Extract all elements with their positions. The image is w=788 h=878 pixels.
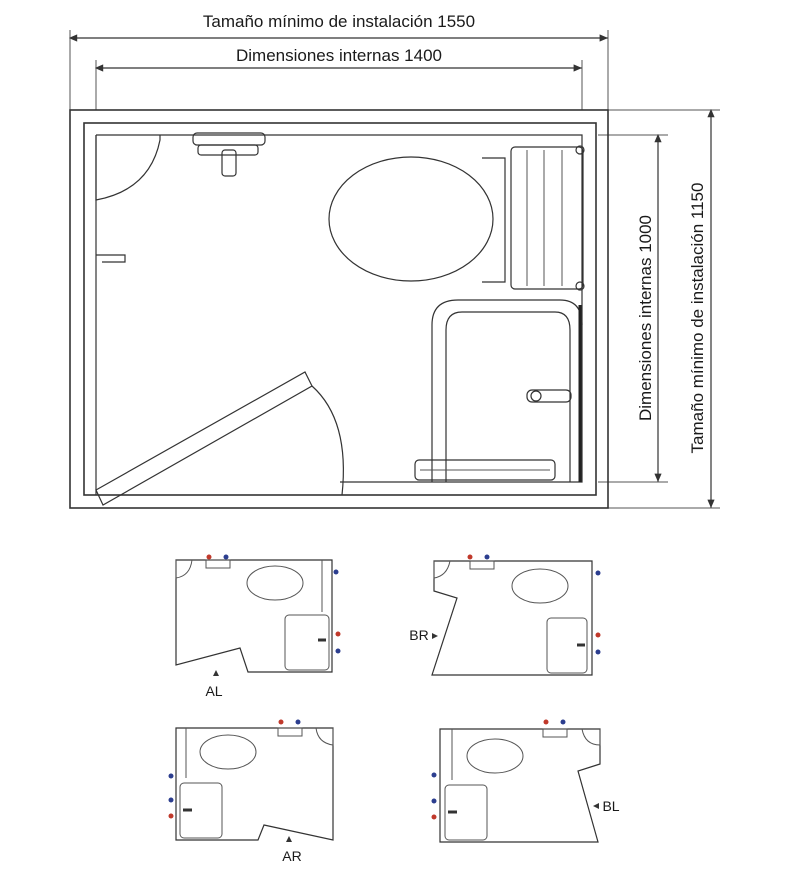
variant-br-plan: BR xyxy=(409,554,601,676)
corner-cabinet-icon xyxy=(95,135,161,201)
towel-hook-icon xyxy=(96,254,126,263)
toilet-icon xyxy=(328,156,494,282)
variant-bl-marker-icon xyxy=(593,803,599,809)
variant-ar-marker-icon xyxy=(286,836,292,842)
variant-ar-plan: AR xyxy=(168,719,334,864)
min-install-width-label: Tamaño mínimo de instalación 1550 xyxy=(203,12,475,31)
main-bathroom-plan xyxy=(69,109,609,509)
variant-al-marker-icon xyxy=(213,670,219,676)
dimension-internal-depth: Dimensiones internas 1000 xyxy=(598,133,668,483)
sink-faucet-icon xyxy=(192,132,266,177)
dimension-min-install-depth: Tamaño mínimo de instalación 1150 xyxy=(608,108,720,509)
variant-ar-label: AR xyxy=(282,848,301,864)
variant-br-marker-icon xyxy=(432,633,438,639)
entrance-door-icon xyxy=(95,371,344,506)
variant-br-label: BR xyxy=(409,627,428,643)
variant-al-plan: AL xyxy=(175,554,341,699)
variant-al-label: AL xyxy=(205,683,222,699)
shower-tray-icon xyxy=(414,299,583,482)
variant-bl-plan: BL xyxy=(431,719,620,843)
internal-depth-label: Dimensiones internas 1000 xyxy=(636,215,655,421)
variant-bl-label: BL xyxy=(602,798,619,814)
dimension-internal-width: Dimensiones internas 1400 xyxy=(94,46,583,110)
min-install-depth-label: Tamaño mínimo de instalación 1150 xyxy=(688,183,707,454)
shower-bench-icon xyxy=(510,145,585,291)
internal-width-label: Dimensiones internas 1400 xyxy=(236,46,442,65)
dimension-min-install-width: Tamaño mínimo de instalación 1550 xyxy=(68,12,609,110)
shower-mixer-icon xyxy=(526,389,572,403)
